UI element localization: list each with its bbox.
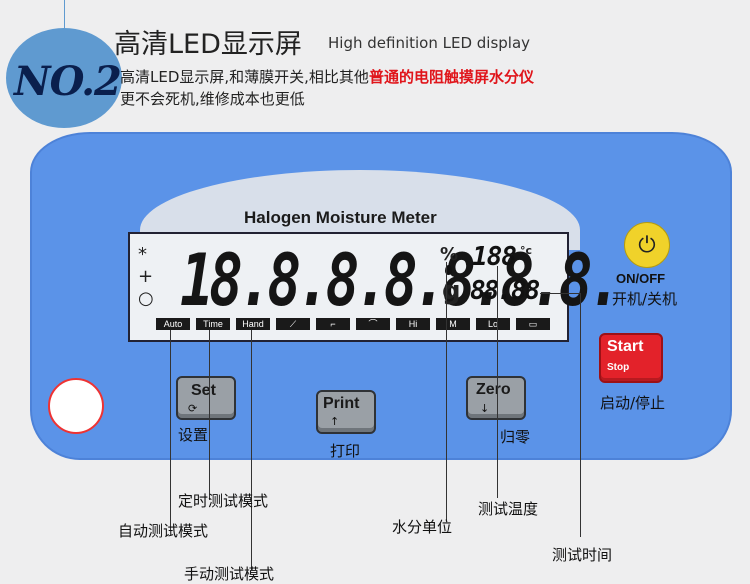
zero-button[interactable] [466,376,526,420]
description: 高清LED显示屏,和薄膜开关,相比其他普通的电阻触摸屏水分仪 更不会死机,维修成… [120,66,730,110]
power-icon: ⏻ [638,232,656,258]
callout-line-auto [170,330,171,530]
callout-auto: 自动测试模式 [118,522,209,540]
callout-line-time-h [540,293,580,294]
set-label-cn: 设置 [178,426,209,444]
print-label: Print [323,395,360,412]
page-subtitle: High definition LED display [328,34,531,52]
print-label-cn: 打印 [330,442,361,460]
callout-line-unit [446,262,447,520]
badge-number: NO.2 [14,58,122,105]
desc-part2: 更不会死机,维修成本也更低 [120,90,305,108]
refresh-icon: ⟳ [188,402,198,415]
stop-label: Stop [607,362,630,373]
curve-icon-2: ⌐ [316,318,350,330]
mode-time: Time [196,318,230,330]
callout-moisture-unit: 水分单位 [392,518,453,536]
callout-temperature: 测试温度 [478,500,539,518]
zero-label: Zero [476,381,511,398]
plus-icon: + [138,266,154,287]
start-stop-label-cn: 启动/停止 [600,394,666,412]
callout-timed: 定时测试模式 [178,492,269,510]
curve-icon-1: ⟋ [276,318,310,330]
printer-icon: ▭ [516,318,550,330]
set-label: Set [191,382,216,399]
mode-hand: Hand [236,318,270,330]
lcd-status-icons: * + ○ [138,244,154,310]
drop-icon [445,265,452,275]
timer-digits: 88:88 [470,276,540,306]
print-button[interactable] [316,390,376,434]
gram-unit: g [442,276,461,306]
round-button[interactable] [48,378,104,434]
curve-icon-3: ⌒ [356,318,390,330]
asterisk-icon: * [138,244,147,265]
badge-circle [6,28,122,128]
callout-line-time [209,330,210,500]
desc-part1: 高清LED显示屏,和薄膜开关,相比其他 [120,68,369,86]
temperature-digits: 188 [472,242,517,272]
up-arrow-icon: ↑ [330,415,340,428]
mode-hi: Hi [396,318,430,330]
start-label: Start [607,338,644,355]
zero-label-cn: 归零 [500,428,531,446]
percent-unit: % [440,244,459,265]
onoff-label-cn: 开机/关机 [612,290,678,308]
callout-manual: 手动测试模式 [184,565,275,583]
page-title: 高清LED显示屏 [114,29,302,60]
mode-auto: Auto [156,318,190,330]
mode-indicators: Auto Time Hand ⟋ ⌐ ⌒ Hi M Lo ▭ [156,318,550,330]
temperature-unit: °c [520,244,533,257]
badge-line [64,0,65,30]
mode-lo: Lo [476,318,510,330]
desc-highlight: 普通的电阻触摸屏水分仪 [368,68,534,86]
circle-icon: ○ [138,288,154,309]
power-button[interactable]: ⏻ [624,222,670,268]
callout-test-time: 测试时间 [552,546,613,564]
mode-m: M [436,318,470,330]
set-button[interactable] [176,376,236,420]
onoff-label: ON/OFF [616,271,666,286]
meter-title: Halogen Moisture Meter [244,208,437,227]
down-arrow-icon: ↓ [480,402,490,415]
start-stop-button[interactable] [599,333,663,383]
callout-line-time-v [580,293,581,537]
callout-line-temp [497,266,498,498]
callout-line-hand [251,330,252,570]
lcd-main-digits: 18.8.8.8.8.8.8. [180,238,622,322]
